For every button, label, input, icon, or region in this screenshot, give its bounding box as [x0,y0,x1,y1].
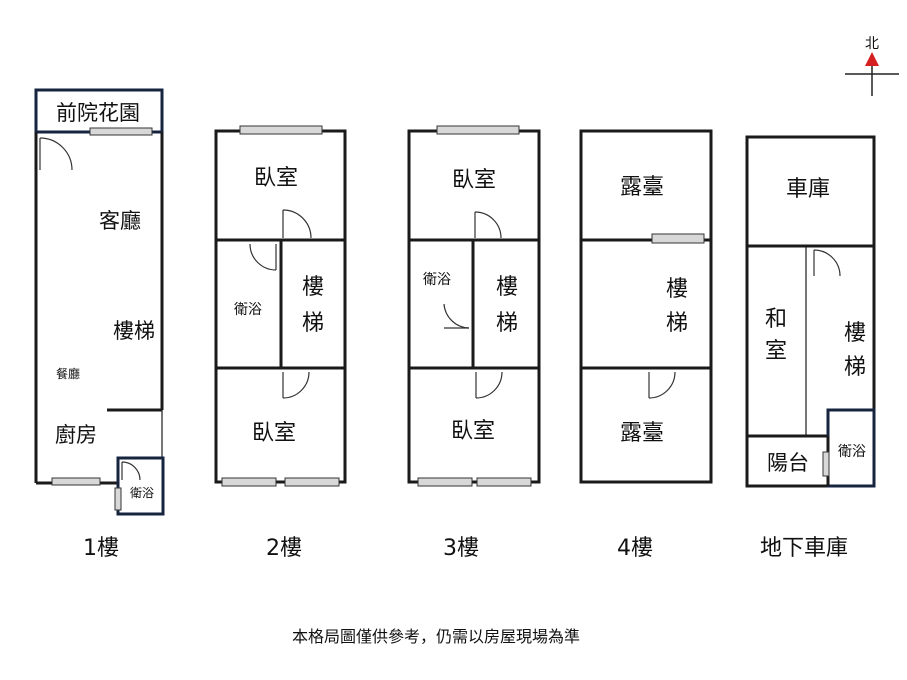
room-stairs-char-2: 梯 [666,311,688,336]
room-stairs-char-1: 樓 [496,275,518,300]
floor-3-plan: 臥室 衛浴 樓 梯 臥室 [407,125,541,487]
window [239,125,323,135]
room-stairs-char-1: 樓 [666,277,688,302]
bathroom-highlight [116,456,165,516]
window [221,477,277,487]
room-bedroom-bottom: 臥室 [252,421,296,446]
window [417,477,473,487]
room-stairs-char-2: 梯 [496,311,518,336]
room-bathroom: 衛浴 [423,272,451,288]
room-bathroom: 衛浴 [838,444,866,460]
room-washitsu-char-2: 室 [765,339,787,364]
north-arrow-icon [845,52,899,96]
room-terrace-bottom: 露臺 [620,421,664,446]
door-icon [813,249,841,277]
room-washitsu-char-1: 和 [765,307,787,332]
footer-disclaimer: 本格局圖僅供參考，仍需以房屋現場為準 [292,627,580,646]
door-icon [475,371,503,399]
room-garage: 車庫 [786,177,830,202]
window [51,477,101,486]
room-stairs-char-2: 梯 [844,355,866,380]
compass-north-label: 北 [865,36,879,52]
window [436,125,520,135]
room-bathroom: 衛浴 [234,302,262,318]
floor-label-1: 1樓 [83,536,119,561]
floor-label-2: 2樓 [266,536,302,561]
window [89,127,153,136]
room-dining: 餐廳 [56,366,80,381]
room-front-garden: 前院花園 [56,101,140,125]
room-stairs-char-1: 樓 [302,275,324,300]
room-bathroom: 衛浴 [130,486,154,500]
door-icon [443,303,470,329]
floor-4-outline [579,129,713,484]
floor-label-4: 4樓 [617,536,653,561]
floor-label-3: 3樓 [443,536,479,561]
floor-2-plan: 臥室 衛浴 樓 梯 臥室 [214,125,347,487]
floor-label-basement: 地下車庫 [760,536,848,561]
room-bedroom-top: 臥室 [254,166,298,191]
room-bedroom-bottom: 臥室 [451,419,495,444]
door-icon [39,137,73,171]
room-kitchen: 廚房 [55,423,97,447]
window [651,233,705,244]
room-balcony: 陽台 [767,451,809,475]
door-icon [282,209,312,239]
door-icon [121,461,141,481]
compass: 北 [845,36,899,96]
floor-4-plan: 露臺 樓 梯 露臺 [579,129,713,484]
door-icon [648,371,676,399]
window [476,477,532,487]
room-living: 客廳 [99,209,141,233]
room-stairs-char-1: 樓 [844,321,866,346]
room-stairs-char-2: 梯 [302,311,324,336]
basement-plan: 車庫 和 室 樓 梯 陽台 衛浴 [745,135,876,488]
door-icon [282,371,310,399]
window [114,487,122,511]
window [284,477,340,487]
door-icon [249,243,277,271]
door-icon [474,211,502,239]
room-terrace-top: 露臺 [620,175,664,200]
room-bedroom-top: 臥室 [452,168,496,193]
room-stairs: 樓梯 [113,319,155,343]
window [822,451,830,477]
floor-1-plan: 前院花園 衛浴 客廳 樓梯 餐廳 廚房 [34,88,165,516]
basement-outline [745,135,876,488]
